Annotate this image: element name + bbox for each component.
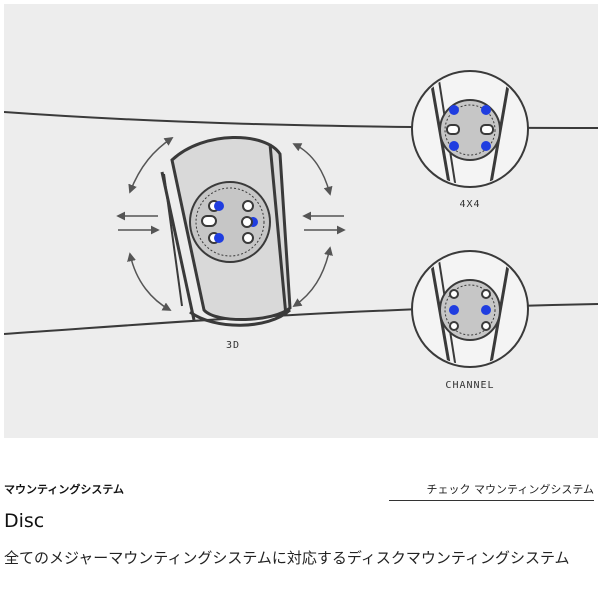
rotate-arrow-bottom-left <box>127 252 172 311</box>
label-3d: 3D <box>225 340 241 351</box>
section-label: マウンティングシステム <box>4 483 125 496</box>
label-channel: CHANNEL <box>445 380 495 391</box>
screw-icon <box>481 105 491 115</box>
rotate-arrow-top-left <box>128 137 174 194</box>
screw-icon <box>481 141 491 151</box>
product-description: 全てのメジャーマウンティングシステムに対応するディスクマウンティングシステム <box>4 549 570 567</box>
detail-channel <box>411 250 529 368</box>
rotate-arrow-bottom-right <box>292 246 333 307</box>
screw-icon <box>449 141 459 151</box>
screw-icon <box>214 201 224 211</box>
detail-4x4 <box>411 70 529 188</box>
check-mounting-link[interactable]: チェック マウンティングシステム <box>389 481 594 501</box>
disc-3d <box>189 181 271 263</box>
label-4x4: 4X4 <box>459 199 481 210</box>
screw-icon <box>481 305 491 315</box>
screw-icon <box>214 233 224 243</box>
diagram-svg <box>4 70 598 368</box>
screw-icon <box>449 305 459 315</box>
screw-icon <box>449 105 459 115</box>
product-title: Disc <box>4 510 45 532</box>
mounting-system-diagram: 3D 4X4 CHANNEL <box>4 4 598 438</box>
rotate-arrow-top-right <box>292 143 333 196</box>
